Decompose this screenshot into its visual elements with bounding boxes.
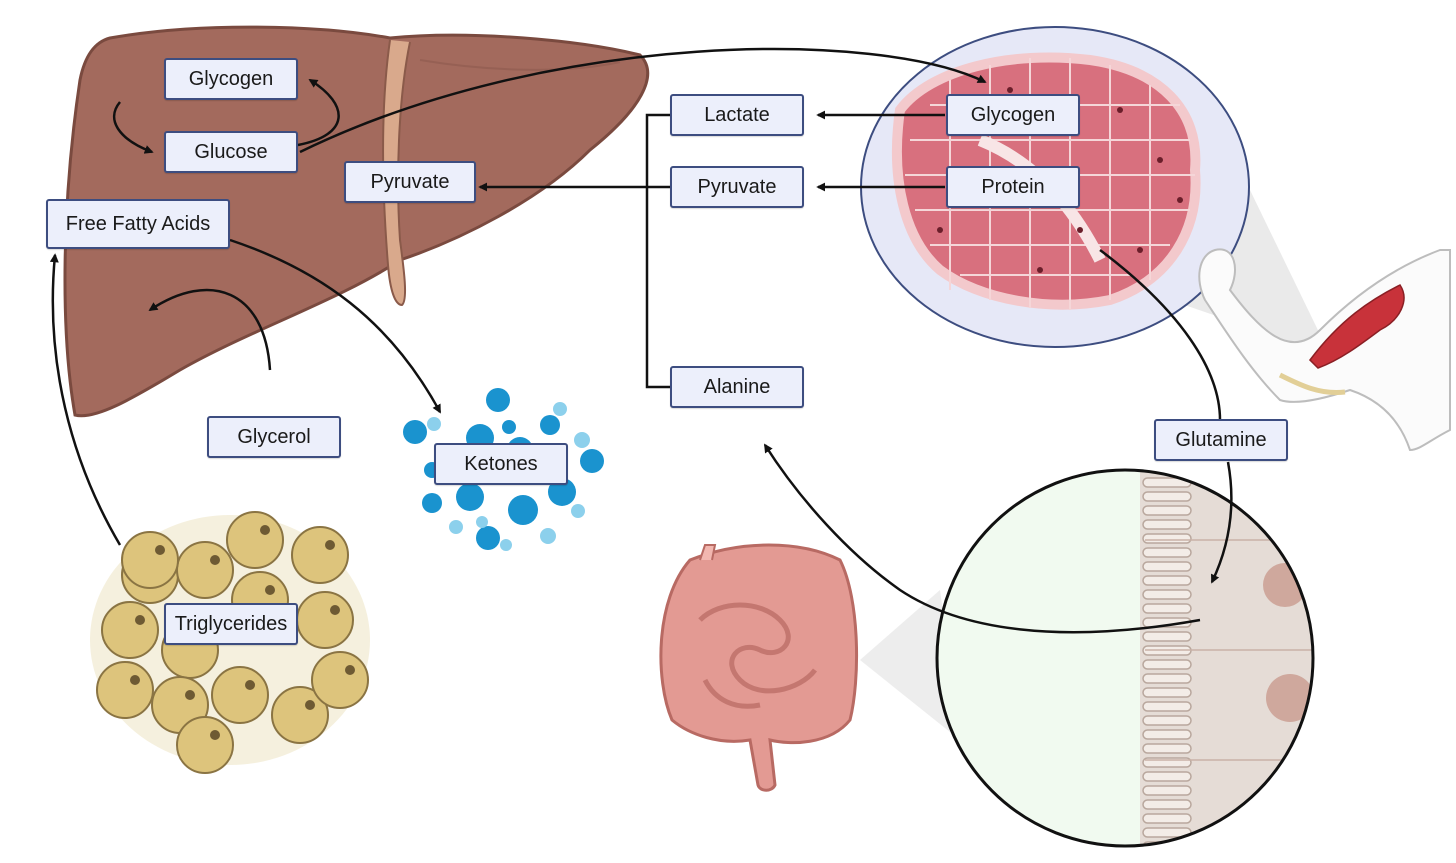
fat-cell-nucleus [155, 545, 165, 555]
villus [1142, 771, 1192, 782]
fat-cell [176, 541, 234, 599]
muscle-protein-label: Protein [946, 166, 1080, 208]
ketone-body [456, 483, 484, 511]
arm-illustration [1198, 248, 1451, 452]
glycerol-label: Glycerol [207, 416, 341, 458]
fat-cell-nucleus [185, 690, 195, 700]
fat-cell-nucleus [260, 525, 270, 535]
fat-cell [176, 716, 234, 774]
villus [1142, 659, 1192, 670]
ketone-body [580, 449, 604, 473]
villus [1142, 505, 1192, 516]
villus [1142, 785, 1192, 796]
ketone-body [540, 528, 556, 544]
liver-glycogen-label: Glycogen [164, 58, 298, 100]
villus [1142, 687, 1192, 698]
ketone-body [486, 388, 510, 412]
villus [1142, 603, 1192, 614]
pyruvate-label: Pyruvate [670, 166, 804, 208]
villus [1142, 575, 1192, 586]
villus [1142, 561, 1192, 572]
lactate-label: Lactate [670, 94, 804, 136]
pathway-arrows [49, 47, 1233, 634]
villus [1142, 743, 1192, 754]
villi-row [1142, 477, 1192, 846]
fat-cell-nucleus [345, 665, 355, 675]
ketone-body [500, 539, 512, 551]
fat-cell [311, 651, 369, 709]
ketone-body [502, 420, 516, 434]
ketone-body [548, 478, 576, 506]
muscle-cross-section [860, 26, 1330, 355]
ketone-body [508, 495, 538, 525]
fat-cell [211, 666, 269, 724]
ketone-body [571, 504, 585, 518]
fat-cell [101, 601, 159, 659]
fat-cell-nucleus [210, 555, 220, 565]
fat-cell-nucleus [325, 540, 335, 550]
fat-cell-nucleus [245, 680, 255, 690]
ketone-body [403, 420, 427, 444]
ketone-body [476, 516, 488, 528]
fat-cell-nucleus [135, 615, 145, 625]
ketone-body [427, 417, 441, 431]
ketone-body [553, 402, 567, 416]
liver-pyruvate-label: Pyruvate [344, 161, 476, 203]
fat-cell [296, 591, 354, 649]
ketones-label: Ketones [434, 443, 568, 485]
ketone-body [422, 493, 442, 513]
villus [1142, 673, 1192, 684]
villus [1142, 533, 1192, 544]
fat-cell-nucleus [130, 675, 140, 685]
muscle-glycogen-label: Glycogen [946, 94, 1080, 136]
glutamine-label: Glutamine [1154, 419, 1288, 461]
fat-cell [121, 531, 179, 589]
liver-glucose-label: Glucose [164, 131, 298, 173]
villus [1142, 799, 1192, 810]
fat-cell [291, 526, 349, 584]
ketone-body [476, 526, 500, 550]
fat-cell-nucleus [305, 700, 315, 710]
fat-cell [226, 511, 284, 569]
alanine-label: Alanine [670, 366, 804, 408]
ketone-body [540, 415, 560, 435]
villus [1142, 589, 1192, 600]
fat-cell [271, 686, 329, 744]
fat-cell-nucleus [330, 605, 340, 615]
ketone-body [574, 432, 590, 448]
villus [1142, 715, 1192, 726]
villus [1142, 547, 1192, 558]
fat-cell [96, 661, 154, 719]
triglycerides-label: Triglycerides [164, 603, 298, 645]
intestine-illustration [659, 543, 859, 792]
free-fatty-acids-label: Free Fatty Acids [46, 199, 230, 249]
villus [1142, 729, 1192, 740]
villus [1142, 519, 1192, 530]
villus [1142, 813, 1192, 824]
villus [1142, 491, 1192, 502]
villus [1142, 701, 1192, 712]
fat-cell-nucleus [265, 585, 275, 595]
villus [1142, 631, 1192, 642]
ketone-bodies-illustration [403, 388, 604, 551]
ketone-body [449, 520, 463, 534]
intestinal-villi-magnified [860, 468, 1315, 848]
fat-cell-nucleus [210, 730, 220, 740]
